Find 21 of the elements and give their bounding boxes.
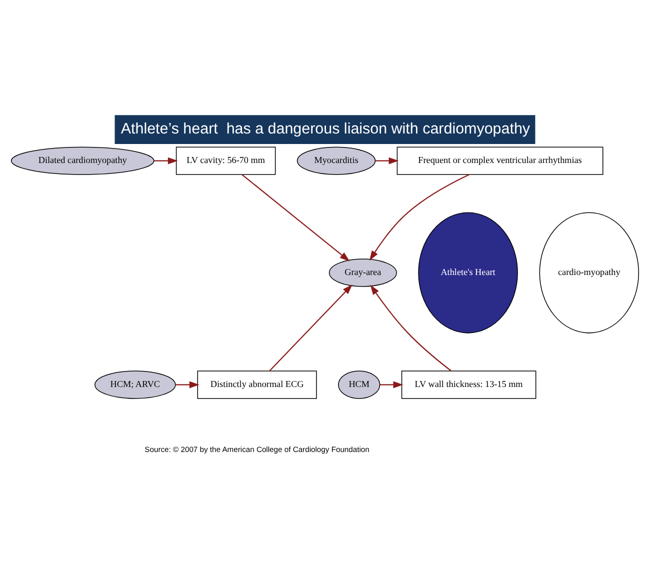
- arrow: [369, 174, 470, 260]
- node-ellipse: Myocarditis: [296, 146, 376, 174]
- arrow: [176, 380, 200, 388]
- arrow: [375, 156, 399, 164]
- diagram-title: Athlete’s heart has a dangerous liaison with cardiomyopathy: [120, 120, 530, 137]
- arrow: [380, 380, 404, 388]
- node-box: LV cavity: 56-70 mm: [176, 146, 276, 174]
- node-ellipse: cardio-myopathy: [539, 212, 640, 333]
- arrow: [370, 284, 452, 371]
- arrow: [269, 284, 352, 371]
- node-ellipse: HCM; ARVC: [94, 370, 176, 398]
- node-box: Distinctly abnormal ECG: [197, 370, 317, 398]
- arrow: [242, 174, 350, 261]
- node-ellipse: HCM: [338, 370, 380, 398]
- node-ellipse: Gray-area: [328, 258, 397, 286]
- node-ellipse: Dilated cardiomyopathy: [10, 146, 154, 174]
- arrow: [154, 156, 178, 164]
- node-box: LV wall thickness: 13-15 mm: [401, 370, 536, 398]
- label: Source: © 2007 by the American College of Cardiology Foundation: [144, 444, 370, 454]
- node-ellipse: Athlete's Heart: [418, 212, 518, 333]
- node-box: Frequent or complex ventricular arrhythmias: [396, 146, 604, 174]
